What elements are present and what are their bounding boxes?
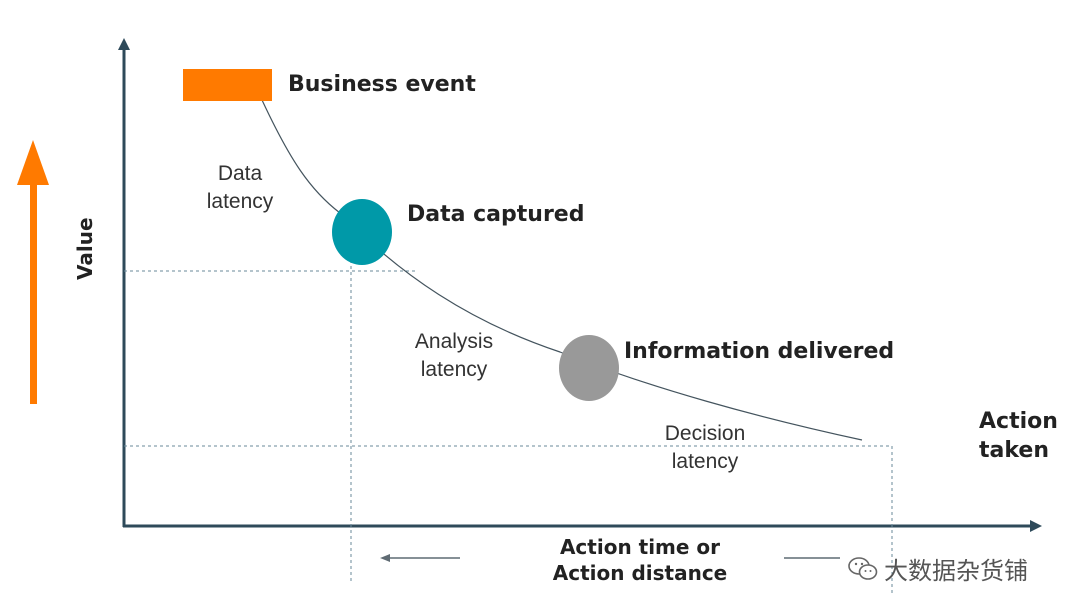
data-latency-line1: Data <box>217 162 263 185</box>
action-taken-label: Action taken <box>979 407 1058 465</box>
business-event-label: Business event <box>288 72 476 97</box>
x-axis-label-line1: Action time or <box>559 535 721 559</box>
decision-latency-label: Decision latency <box>650 420 760 476</box>
action-taken-line2: taken <box>979 438 1049 463</box>
wechat-icon <box>848 556 878 580</box>
watermark: 大数据杂货铺 <box>848 551 1028 586</box>
analysis-latency-line1: Analysis <box>414 330 494 353</box>
data-captured-label: Data captured <box>407 202 585 227</box>
data-latency-label: Data latency <box>195 160 285 216</box>
x-axis-label: Action time or Action distance <box>520 534 760 586</box>
decision-latency-line2: latency <box>671 450 739 473</box>
information-delivered-marker <box>559 335 619 401</box>
x-axis-label-line2: Action distance <box>552 561 728 585</box>
guide-lines <box>124 260 893 594</box>
data-captured-marker <box>332 199 392 265</box>
action-taken-line1: Action <box>979 409 1058 434</box>
analysis-latency-label: Analysis latency <box>400 328 508 384</box>
value-up-arrow <box>17 140 49 404</box>
decision-latency-line1: Decision <box>664 422 746 445</box>
x-label-arrows <box>380 554 840 562</box>
y-axis-label: Value <box>73 217 97 280</box>
business-event-marker <box>183 69 272 101</box>
analysis-latency-line2: latency <box>420 358 488 381</box>
value-decay-curve <box>261 99 863 441</box>
data-latency-line2: latency <box>206 190 274 213</box>
information-delivered-label: Information delivered <box>624 339 895 364</box>
watermark-text: 大数据杂货铺 <box>884 557 1028 585</box>
